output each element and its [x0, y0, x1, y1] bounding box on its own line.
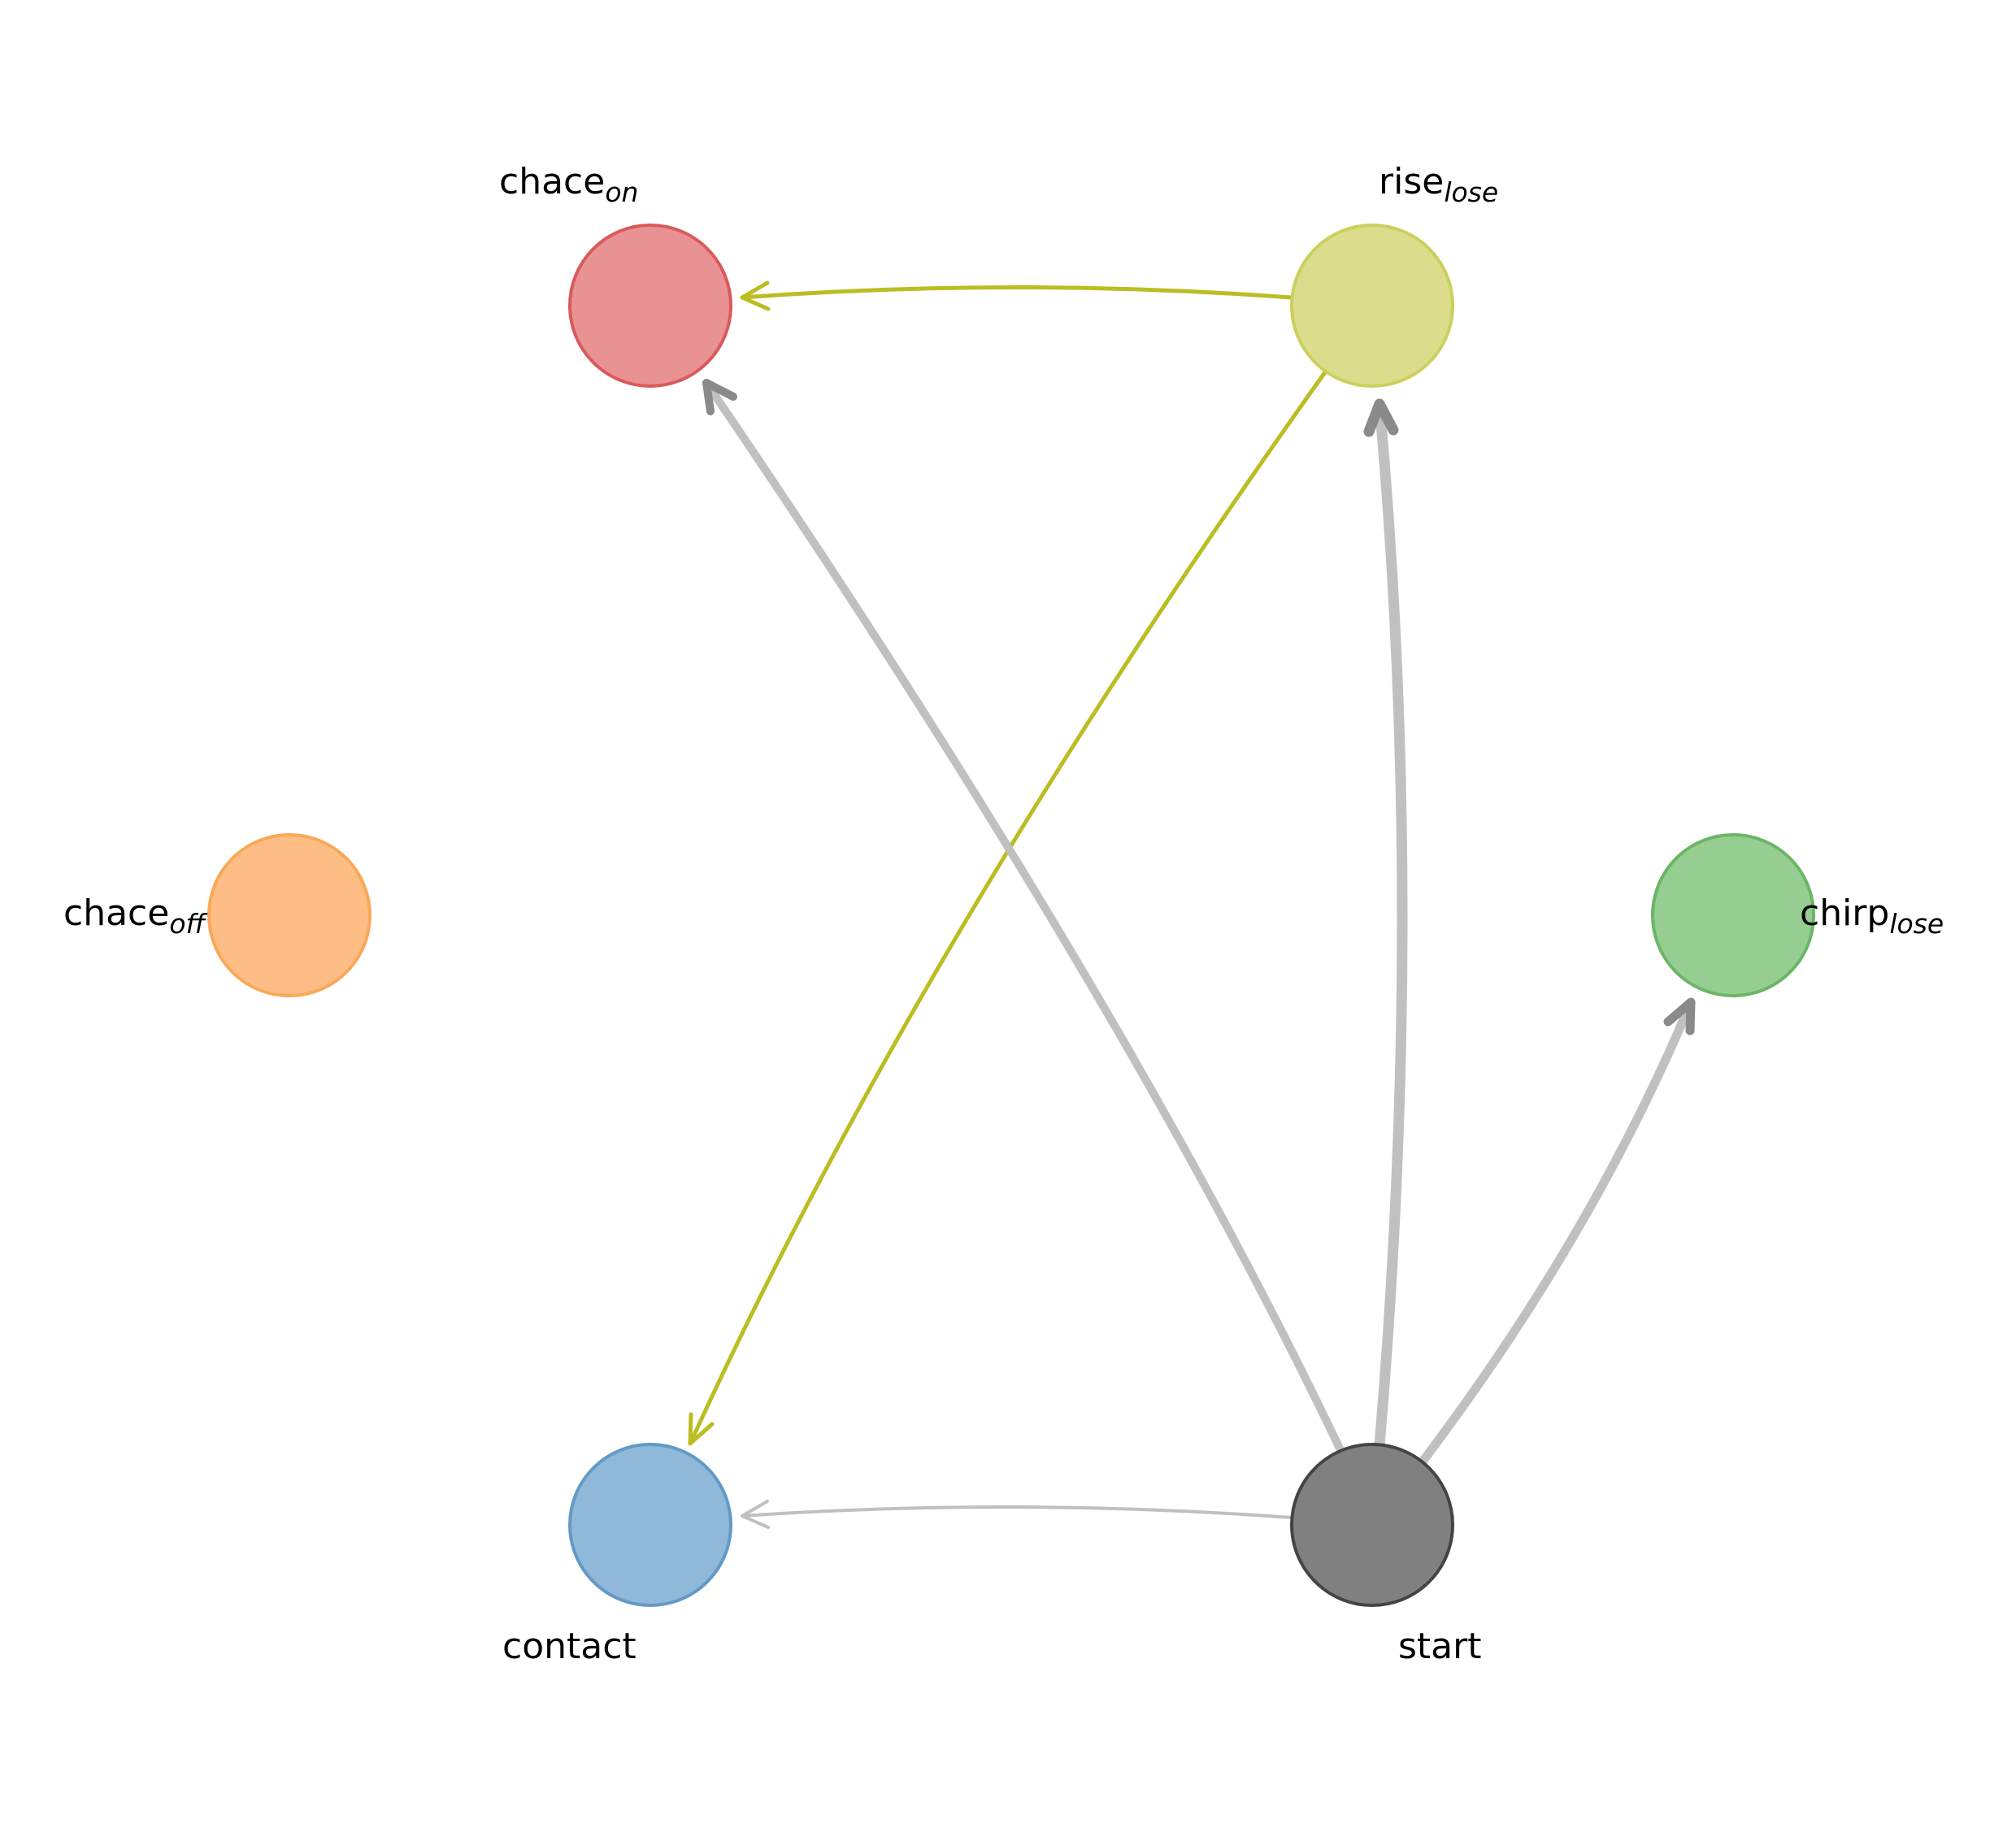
node-chace-on[interactable] [568, 224, 732, 388]
edge-start-to-chirp-lose [1418, 997, 1696, 1466]
node-label-start: start [1398, 1626, 1481, 1667]
labels-layer: chaceon riselose chaceoff chirplose cont… [63, 161, 1944, 1667]
node-rise-lose[interactable] [1290, 224, 1454, 388]
edge-start-to-rise-lose [1374, 398, 1408, 1451]
node-start[interactable] [1290, 1443, 1454, 1607]
arrowhead-rise-lose-to-chace-on [740, 280, 771, 311]
node-chace-off[interactable] [207, 833, 371, 997]
edge-rise-lose-to-chace-on [740, 285, 1293, 300]
nodes-layer [207, 224, 1815, 1607]
arrowhead-start-to-contact [741, 1500, 770, 1529]
edge-start-to-chace-on [702, 379, 1345, 1456]
node-label-rise-lose: riselose [1379, 161, 1498, 208]
arrowhead-start-to-chace-on [702, 379, 737, 415]
node-contact[interactable] [568, 1443, 732, 1607]
node-label-chace-off: chaceoff [63, 892, 208, 940]
edge-start-to-contact [741, 1505, 1293, 1519]
arrowhead-start-to-chirp-lose [1663, 997, 1696, 1036]
arrowhead-start-to-rise-lose [1363, 398, 1399, 437]
node-label-chirp-lose: chirplose [1800, 892, 1944, 940]
arrowhead-rise-lose-to-contact [688, 1412, 715, 1446]
node-label-chace-on: chaceon [499, 161, 638, 208]
edges-layer [688, 280, 1696, 1529]
node-label-contact: contact [502, 1626, 637, 1667]
node-chirp-lose[interactable] [1651, 833, 1815, 997]
edge-rise-lose-to-contact [688, 370, 1327, 1446]
